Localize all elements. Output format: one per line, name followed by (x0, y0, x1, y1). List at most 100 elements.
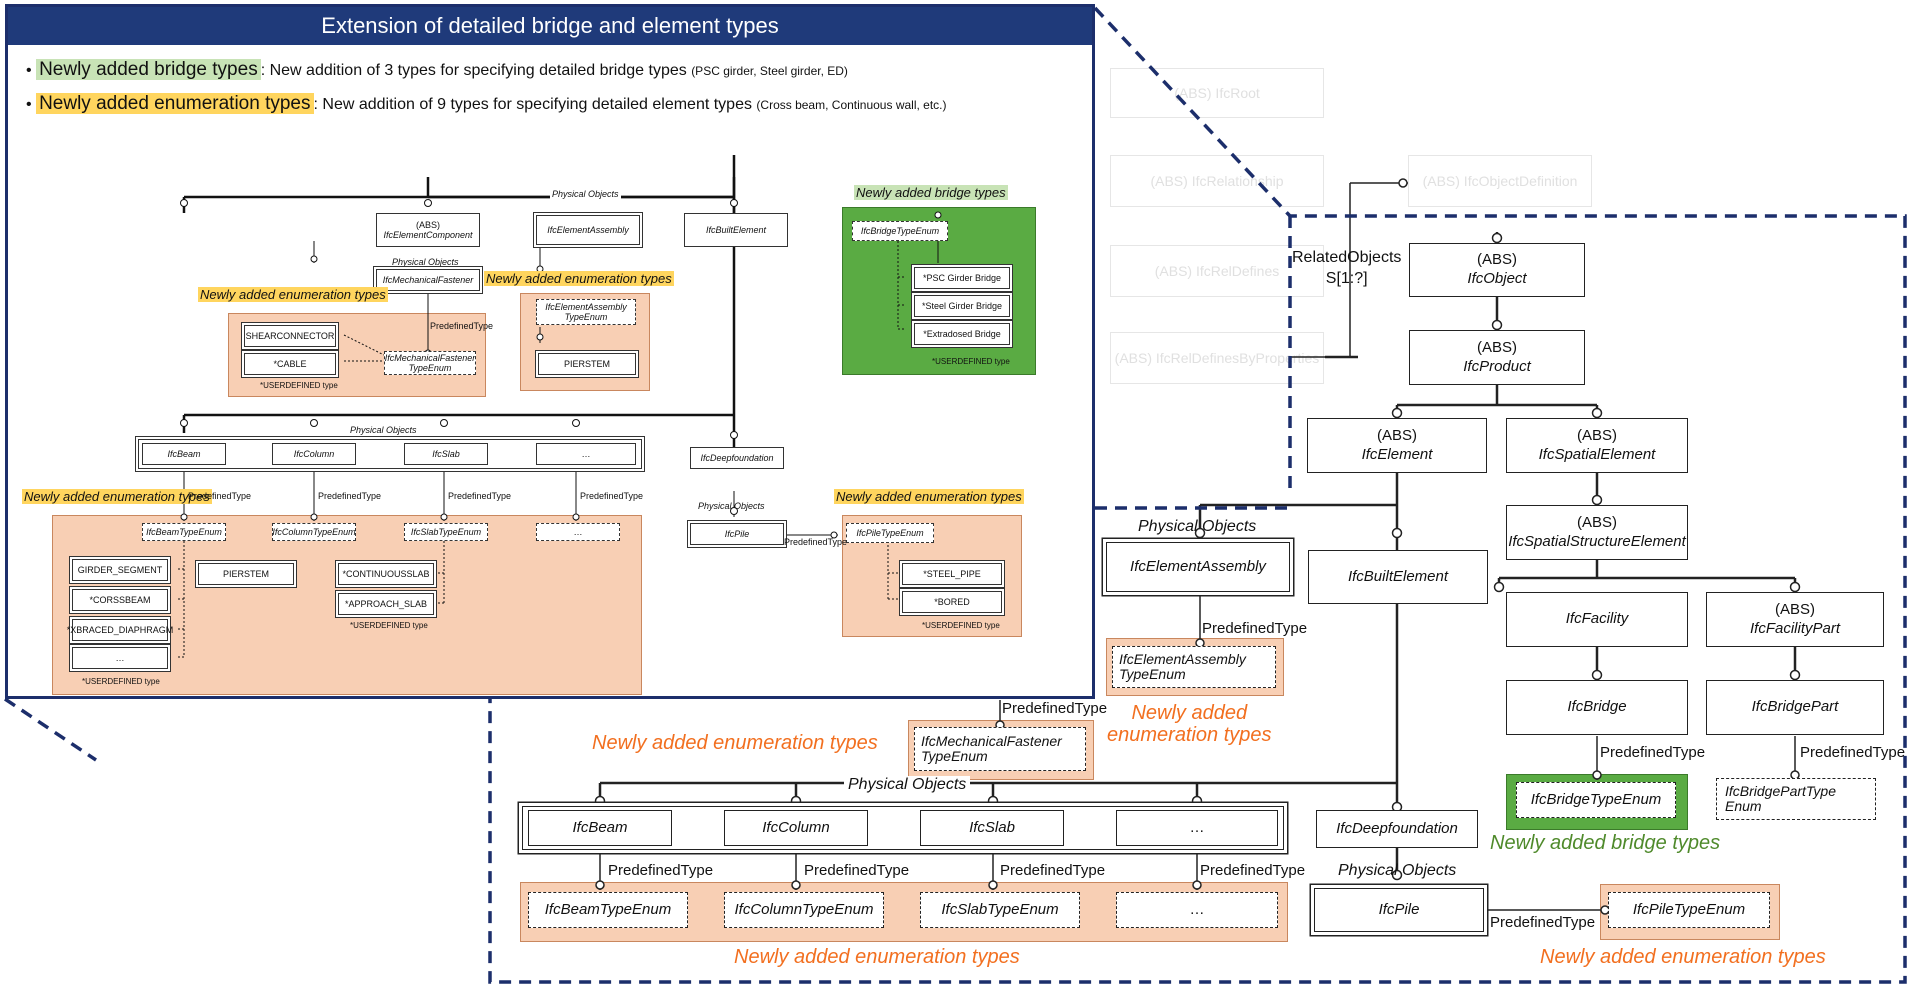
related-objects-label: RelatedObjects S[1:?] (1292, 249, 1402, 287)
inset-pile-physical-objects: Physical Objects (698, 501, 765, 511)
inset-physical-objects-mid: Physical Objects (348, 425, 419, 435)
inset-cable-node[interactable]: *CABLE (244, 353, 336, 375)
ellipsis-type-enum-node[interactable]: … (1116, 892, 1278, 928)
inset-element-component-node[interactable]: (ABS)IfcElementComponent (376, 213, 480, 247)
ifc-spatial-structure-element-node[interactable]: (ABS)IfcSpatialStructureElement (1506, 505, 1688, 560)
faint-ifc-rel-defines-by-properties: (ABS) IfcRelDefinesByProperties (1110, 332, 1324, 384)
inset-corssbeam-node[interactable]: *CORSSBEAM (72, 589, 168, 611)
inset-slab-userdefined: *USERDEFINED type (350, 621, 428, 630)
inset-steel-girder-node[interactable]: *Steel Girder Bridge (914, 295, 1010, 317)
ifc-element-assembly-node[interactable]: IfcElementAssembly (1106, 542, 1290, 592)
inset-deepfoundation-node[interactable]: IfcDeepfoundation (690, 447, 784, 469)
inset-element-assembly-node[interactable]: IfcElementAssembly (536, 215, 640, 245)
ifc-mechanical-fastener-type-enum-node[interactable]: IfcMechanicalFastener TypeEnum (914, 727, 1086, 771)
inset-beam-node[interactable]: IfcBeam (142, 443, 226, 465)
inset-approach-slab-node[interactable]: *APPROACH_SLAB (338, 593, 434, 615)
ifc-pile-type-enum-node[interactable]: IfcPileTypeEnum (1608, 892, 1770, 928)
inset-bridge-type-enum-node[interactable]: IfcBridgeTypeEnum (852, 221, 948, 241)
faint-ifc-relationship: (ABS) IfcRelationship (1110, 155, 1324, 207)
inset-mf-predefined-type: PredefinedType (430, 321, 494, 331)
ifc-facility-node[interactable]: IfcFacility (1506, 592, 1688, 647)
faint-ifc-rel-defines: (ABS) IfcRelDefines (1110, 245, 1324, 297)
inset-physical-objects-mf: Physical Objects (392, 257, 459, 267)
inset-new-enum-tag-mf: Newly added enumeration types (198, 287, 388, 302)
physical-objects-label: Physical Objects (844, 776, 971, 794)
bullet-bridge-types: • Newly added bridge types: New addition… (26, 59, 848, 80)
inset-pierstem-node[interactable]: PIERSTEM (198, 563, 294, 585)
new-bridge-types-tag: Newly added bridge types (1490, 832, 1721, 854)
ifc-built-element-node[interactable]: IfcBuiltElement (1308, 550, 1488, 604)
inset-pile-type-enum-node[interactable]: IfcPileTypeEnum (846, 523, 934, 543)
ifc-bridge-part-type-enum-node[interactable]: IfcBridgePartType Enum (1716, 778, 1876, 820)
ifc-element-node[interactable]: (ABS)IfcElement (1307, 418, 1487, 473)
ifc-slab-node[interactable]: IfcSlab (920, 810, 1064, 846)
faint-ifc-object-definition: (ABS) IfcObjectDefinition (1408, 155, 1592, 207)
inset-psc-girder-node[interactable]: *PSC Girder Bridge (914, 267, 1010, 289)
ifc-column-type-enum-node[interactable]: IfcColumnTypeEnum (724, 892, 884, 928)
inset-mf-type-enum-node[interactable]: IfcMechanicalFastener TypeEnum (384, 351, 476, 375)
inset-shearconnector-node[interactable]: SHEARCONNECTOR (244, 325, 336, 347)
ifc-beam-type-enum-node[interactable]: IfcBeamTypeEnum (528, 892, 688, 928)
related-objects-cardinality: S[1:?] (1325, 269, 1368, 287)
ifc-bridge-node[interactable]: IfcBridge (1506, 680, 1688, 735)
inset-new-bridge-tag: Newly added bridge types (854, 185, 1008, 200)
ifc-beam-node[interactable]: IfcBeam (528, 810, 672, 846)
ifc-spatial-element-node[interactable]: (ABS)IfcSpatialElement (1506, 418, 1688, 473)
faint-ifc-root: (ABS) IfcRoot (1110, 68, 1324, 118)
inset-ea-type-enum-node[interactable]: IfcElementAssembly TypeEnum (536, 299, 636, 325)
inset-title: Extension of detailed bridge and element… (8, 7, 1092, 45)
element-physical-objects-label: Physical Objects (1138, 518, 1257, 535)
ifc-object-node[interactable]: (ABS)IfcObject (1409, 243, 1585, 297)
ifc-element-assembly-type-enum-node[interactable]: IfcElementAssembly TypeEnum (1112, 646, 1276, 688)
inset-mechanical-fastener-node[interactable]: IfcMechanicalFastener (376, 269, 480, 291)
inset-new-enum-tag-ea: Newly added enumeration types (484, 271, 674, 286)
inset-panel: Extension of detailed bridge and element… (5, 4, 1095, 699)
inset-ellipsis-predefined: PredefinedType (580, 491, 644, 501)
ifc-bridge-part-node[interactable]: IfcBridgePart (1706, 680, 1884, 735)
inset-pile-predefined: PredefinedType (784, 537, 848, 547)
ifc-deepfoundation-node[interactable]: IfcDeepfoundation (1316, 810, 1478, 848)
ifc-slab-type-enum-node[interactable]: IfcSlabTypeEnum (920, 892, 1080, 928)
inset-column-type-enum-node[interactable]: IfcColumnTypeEnum (272, 523, 356, 541)
inset-continuousslab-node[interactable]: *CONTINUOUSSLAB (338, 563, 434, 585)
inset-slab-type-enum-node[interactable]: IfcSlabTypeEnum (404, 523, 488, 541)
element-ellipsis-node[interactable]: … (1116, 810, 1278, 846)
inset-column-node[interactable]: IfcColumn (272, 443, 356, 465)
pile-predefined-type-label: PredefinedType (1490, 914, 1596, 931)
beam-predefined-type-label: PredefinedType (608, 862, 714, 879)
pile-physical-objects-label: Physical Objects (1338, 862, 1457, 879)
inset-elements-ellipsis-node[interactable]: … (72, 647, 168, 669)
inset-girder-segment-node[interactable]: GIRDER_SEGMENT (72, 559, 168, 581)
ea-predefined-type-label: PredefinedType (1202, 620, 1308, 637)
inset-bridge-userdefined: *USERDEFINED type (932, 357, 1010, 366)
inset-ellipsis-node[interactable]: … (536, 443, 636, 465)
ifc-bridge-type-enum-node[interactable]: IfcBridgeTypeEnum (1516, 782, 1676, 818)
ifc-product-node[interactable]: (ABS)IfcProduct (1409, 330, 1585, 385)
inset-slab-predefined: PredefinedType (448, 491, 512, 501)
inset-beam-predefined: PredefinedType (188, 491, 252, 501)
bridge-part-predefined-type-label: PredefinedType (1800, 744, 1906, 761)
slab-predefined-type-label: PredefinedType (1000, 862, 1106, 879)
column-predefined-type-label: PredefinedType (804, 862, 910, 879)
ifc-facility-part-node[interactable]: (ABS)IfcFacilityPart (1706, 592, 1884, 647)
ellipsis-predefined-type-label: PredefinedType (1200, 862, 1306, 879)
ifc-pile-node[interactable]: IfcPile (1314, 888, 1484, 932)
inset-extradosed-node[interactable]: *Extradosed Bridge (914, 323, 1010, 345)
inset-steel-pipe-node[interactable]: *STEEL_PIPE (902, 563, 1002, 585)
inset-ea-pierstem-node[interactable]: PIERSTEM (538, 353, 636, 375)
inset-slab-node[interactable]: IfcSlab (404, 443, 488, 465)
ea-new-enum-tag: Newly added enumeration types (1107, 702, 1272, 746)
inset-built-element-node[interactable]: IfcBuiltElement (684, 213, 788, 247)
inset-pile-userdefined: *USERDEFINED type (922, 621, 1000, 630)
inset-new-enum-tag-elements: Newly added enumeration types (22, 489, 212, 504)
elements-new-enum-tag: Newly added enumeration types (734, 946, 1020, 968)
inset-bored-node[interactable]: *BORED (902, 591, 1002, 613)
inset-xbraced-node[interactable]: *XBRACED_DIAPHRAGM (67, 619, 173, 641)
ifc-column-node[interactable]: IfcColumn (724, 810, 868, 846)
inset-pile-node[interactable]: IfcPile (690, 523, 784, 545)
bullet-enum-types: • Newly added enumeration types: New add… (26, 93, 947, 114)
inset-beam-type-enum-node[interactable]: IfcBeamTypeEnum (142, 523, 226, 541)
mf-predefined-type-label: PredefinedType (1002, 700, 1108, 717)
inset-ellipsis-type-enum-node[interactable]: … (536, 523, 620, 541)
